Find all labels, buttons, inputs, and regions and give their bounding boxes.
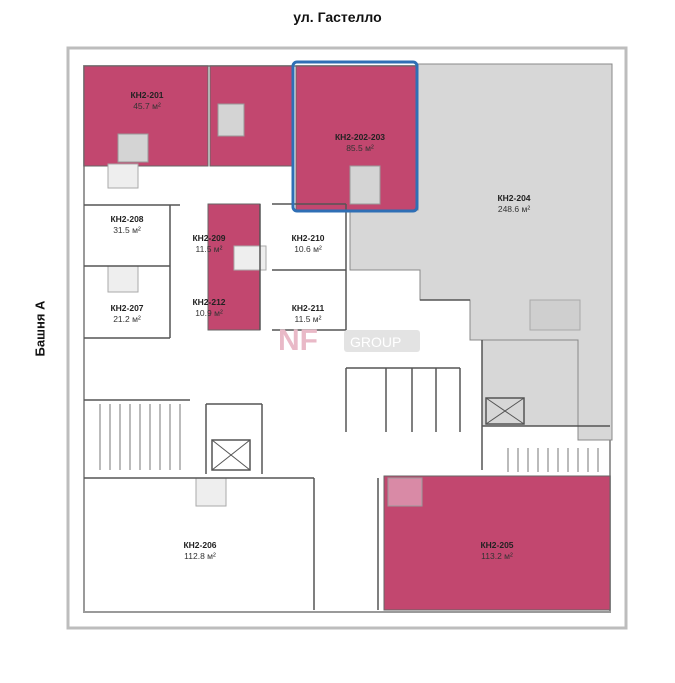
room-area: 11.5 м² xyxy=(295,314,322,324)
room-KN2-204-annex xyxy=(481,339,579,427)
room-label[interactable]: КН2-207 xyxy=(110,303,143,313)
stairs-right xyxy=(507,448,599,472)
room-area: 10.6 м² xyxy=(294,244,322,254)
room-area: 113.2 м² xyxy=(481,551,513,561)
stairs-left xyxy=(99,404,181,470)
room-area: 85.5 м² xyxy=(346,143,374,153)
elevator xyxy=(485,397,525,425)
room-label[interactable]: КН2-204 xyxy=(497,193,530,203)
interior-walls xyxy=(84,203,610,610)
room-area: 21.2 м² xyxy=(113,314,141,324)
room-label[interactable]: КН2-206 xyxy=(183,540,216,550)
room-label[interactable]: КН2-201 xyxy=(130,90,163,100)
shaft xyxy=(217,103,245,137)
room-area: 31.5 м² xyxy=(113,225,141,235)
shaft xyxy=(349,165,381,205)
room-labels: КН2-201 45.7 м² КН2-202-203 85.5 м² КН2-… xyxy=(110,90,530,561)
room-label[interactable]: КН2-202-203 xyxy=(335,132,385,142)
watermark-badge xyxy=(344,330,420,352)
room-KN2-201-area[interactable] xyxy=(83,65,209,167)
elevator xyxy=(211,439,251,471)
selected-room-highlight xyxy=(291,60,419,213)
room-area: 45.7 м² xyxy=(133,101,161,111)
room-area: 112.8 м² xyxy=(184,551,216,561)
room-label[interactable]: КН2-205 xyxy=(480,540,513,550)
room-label[interactable]: КН2-211 xyxy=(292,303,325,313)
shaft xyxy=(107,163,139,189)
room-label[interactable]: КН2-208 xyxy=(110,214,143,224)
shaft xyxy=(387,477,423,507)
room-area: 248.6 м² xyxy=(498,204,530,214)
watermark-text: GROUP xyxy=(350,334,401,350)
hatched-block xyxy=(529,299,581,331)
shaft xyxy=(233,245,267,271)
shaft xyxy=(117,133,149,163)
watermark-logo: NF xyxy=(278,324,318,357)
room-label[interactable]: КН2-212 xyxy=(192,297,225,307)
shaft xyxy=(195,477,227,507)
room-label[interactable]: КН2-210 xyxy=(291,233,324,243)
shaft xyxy=(107,265,139,293)
street-label: ул. Гастелло xyxy=(293,9,382,25)
room-area: 10.9 м² xyxy=(195,308,223,318)
room-area: 11.5 м² xyxy=(196,244,223,254)
room-label[interactable]: КН2-209 xyxy=(192,233,225,243)
